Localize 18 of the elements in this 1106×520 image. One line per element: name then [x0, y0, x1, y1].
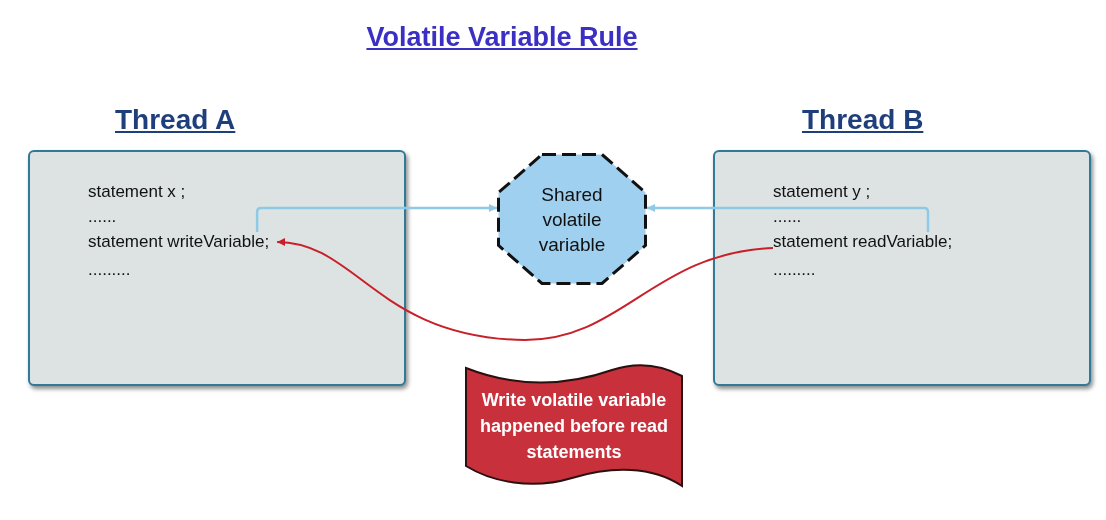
code-statement: statement writeVariable; [88, 232, 270, 252]
arrow [276, 238, 774, 341]
code-statement: ...... [773, 207, 802, 227]
code-statement: statement y ; [773, 182, 871, 202]
diagram-title: Volatile Variable Rule [365, 22, 639, 53]
thread-heading: Thread A [115, 104, 236, 136]
wavy-banner [462, 362, 686, 490]
arrow [255, 204, 497, 232]
code-statement: statement x ; [88, 182, 186, 202]
node-label: Shared volatile variable [537, 182, 607, 257]
code-statement: ......... [773, 260, 816, 280]
code-statement: ......... [88, 260, 131, 280]
shared-variable-octagon [497, 153, 647, 285]
thread-heading: Thread B [802, 104, 924, 136]
code-statement: ...... [88, 207, 117, 227]
code-statement: statement readVariable; [773, 232, 953, 252]
arrow [647, 204, 930, 232]
banner-text: Write volatile variable happened before read statements [479, 389, 669, 464]
